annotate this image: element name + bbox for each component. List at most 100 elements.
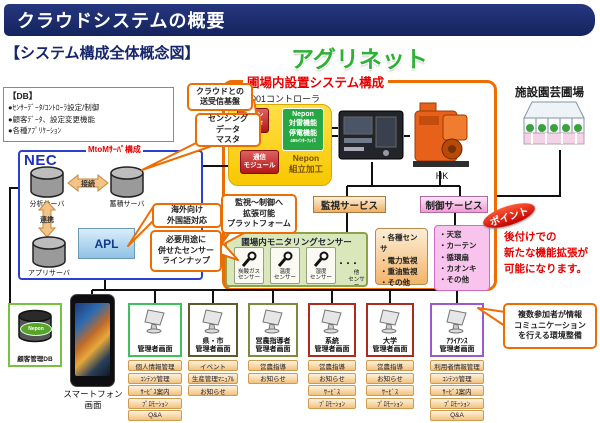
monitor-icon bbox=[262, 309, 283, 334]
hk-heater-image bbox=[413, 102, 469, 167]
db-box-title: 【DB】 bbox=[8, 91, 38, 101]
menu-item: イベント bbox=[188, 360, 238, 371]
menu-item: ﾌﾟﾛﾓｰｼｮﾝ bbox=[308, 397, 356, 409]
menu-item: ｻｰﾋﾞｽ bbox=[366, 385, 414, 396]
menu-item: Q&A bbox=[128, 410, 182, 421]
app-server-icon bbox=[32, 236, 66, 268]
humidity-sensor-card: 湿度 センサー bbox=[306, 247, 336, 284]
menu-item: お知らせ bbox=[248, 372, 298, 384]
terminal-admin-screen: 管理者画面 bbox=[128, 303, 182, 357]
callout-community-environment: 複数参加者が情報 コミュニケーション を行える環境整備 bbox=[503, 303, 597, 349]
menu-item: 営農指導 bbox=[366, 360, 414, 371]
callout-expandable-platform: 監視～制御へ 拡張可能 プラットフォーム bbox=[221, 194, 297, 234]
db-box-items: ●ｾﾝｻｰﾃﾞｰﾀ/ｺﾝﾄﾛｰﾗ設定/制御 ●顧客ﾃﾞｰﾀ、設定変更機能 ●各種… bbox=[8, 103, 100, 136]
terminal-prefecture-menu: イベント 生産管理ﾏﾆｭｱﾙ お知らせ bbox=[188, 360, 238, 396]
sensors-box-title: 圃場内モニタリングセンサー bbox=[241, 237, 352, 247]
terminal-system-group: 系統 管理者画面 営農指導 お知らせ ｻｰﾋﾞｽ ﾌﾟﾛﾓｰｼｮﾝ bbox=[308, 303, 356, 410]
menu-item: お知らせ bbox=[188, 385, 238, 396]
terminal-advisor-screen: 営農指導者 管理者画面 bbox=[248, 303, 298, 357]
sensor-probe-icon bbox=[241, 251, 257, 267]
other-sensor-label: 他 センサー bbox=[348, 270, 365, 290]
page-title: クラウドシステムの概要 bbox=[17, 11, 226, 31]
agrinet-title: アグリネット bbox=[291, 46, 428, 72]
mtom-label: MtoMｻｰﾊﾞ構成 bbox=[86, 144, 143, 155]
smartphone-label: スマートフォン 画面 bbox=[63, 389, 123, 410]
terminal-university-menu: 営農指導 お知らせ ｻｰﾋﾞｽ ﾌﾟﾛﾓｰｼｮﾝ bbox=[366, 360, 414, 409]
page-header-banner: クラウドシステムの概要 bbox=[4, 4, 595, 36]
menu-item: ｺﾝﾃﾝﾂ管理 bbox=[430, 372, 484, 384]
control-panel-image bbox=[338, 110, 404, 160]
menu-item: 生産管理ﾏﾆｭｱﾙ bbox=[188, 372, 238, 384]
terminal-system-screen: 系統 管理者画面 bbox=[308, 303, 356, 357]
menu-item: お知らせ bbox=[366, 372, 414, 384]
terminal-prefecture-city: 県・市 管理者画面 イベント 生産管理ﾏﾆｭｱﾙ お知らせ bbox=[188, 303, 238, 398]
terminal-alliance-screen: ｱﾗｲｱﾝｽ 管理者画面 bbox=[430, 303, 484, 357]
menu-item: Q&A bbox=[430, 410, 484, 421]
terminal-alliance-menu: 利用者情報管理 ｺﾝﾃﾝﾂ管理 ｻｰﾋﾞｽ案内 ﾌﾟﾛﾓｰｼｮﾝ Q&A bbox=[430, 360, 484, 421]
nepon-assembly-label: Nepon 組立加工 bbox=[288, 153, 323, 175]
callout-overseas-language: 海外向け 外国語対応 bbox=[152, 203, 222, 228]
monitor-icon bbox=[446, 309, 467, 334]
terminal-alliance: ｱﾗｲｱﾝｽ 管理者画面 利用者情報管理 ｺﾝﾃﾝﾂ管理 ｻｰﾋﾞｽ案内 ﾌﾟﾛ… bbox=[430, 303, 484, 423]
smartphone-image bbox=[70, 294, 115, 387]
monitor-icon bbox=[202, 309, 223, 334]
temperature-sensor-card: 温度 センサー bbox=[270, 247, 300, 284]
menu-item: ｻｰﾋﾞｽ bbox=[308, 385, 356, 396]
diagram-subtitle: 【システム構成全体概念図】 bbox=[5, 45, 200, 62]
sensor-probe-icon bbox=[313, 251, 329, 267]
app-server-label: アプリサーバ bbox=[28, 270, 70, 277]
sg5001-controller-label: SG-5001コントローラ bbox=[230, 94, 321, 104]
customer-db-box: Nepon 顧客管理DB bbox=[8, 303, 62, 367]
terminal-advisor-menu: 営農指導 お知らせ bbox=[248, 360, 298, 384]
terminal-prefecture-screen: 県・市 管理者画面 bbox=[188, 303, 238, 357]
menu-item: 営農指導 bbox=[248, 360, 298, 371]
field-system-title: 圃場内設置システム構成 bbox=[243, 72, 389, 91]
terminal-university: 大学 管理者画面 営農指導 お知らせ ｻｰﾋﾞｽ ﾌﾟﾛﾓｰｼｮﾝ bbox=[366, 303, 414, 410]
menu-item: 利用者情報管理 bbox=[430, 360, 484, 371]
monitor-icon bbox=[321, 309, 342, 334]
menu-item: お知らせ bbox=[308, 372, 356, 384]
more-sensors-dots: ・・・ bbox=[337, 259, 359, 268]
nepon-power-protection-module: Nepon 対雷機能 停電機能 485ｲﾝﾀｰﾌｪｲｽ bbox=[282, 108, 324, 151]
menu-item: ｻｰﾋﾞｽ案内 bbox=[430, 385, 484, 396]
storage-server-icon bbox=[110, 166, 144, 198]
terminal-admin: 管理者画面 個人情報管理 ｺﾝﾃﾝﾂ管理 ｻｰﾋﾞｽ案内 ﾌﾟﾛﾓｰｼｮﾝ Q&… bbox=[128, 303, 182, 423]
menu-item: ｻｰﾋﾞｽ案内 bbox=[128, 385, 182, 396]
sensor-probe-icon bbox=[277, 251, 293, 267]
apl-box: APL bbox=[78, 228, 135, 259]
callout-sensing-data-master: センシング データ マスタ bbox=[195, 113, 261, 147]
hk-label: HK bbox=[435, 171, 449, 181]
control-service-box: 制御サービス bbox=[420, 196, 488, 213]
terminal-system-menu: 営農指導 お知らせ ｻｰﾋﾞｽ ﾌﾟﾛﾓｰｼｮﾝ bbox=[308, 360, 356, 409]
monitor-icon bbox=[144, 309, 165, 334]
customer-db-label: 顧客管理DB bbox=[17, 356, 53, 363]
link-arrow-label: 連携 bbox=[40, 217, 54, 224]
field-monitoring-sensors-box: 圃場内モニタリングセンサー 炭酸ガス センサー 温度 センサー 湿度 センサー … bbox=[225, 232, 368, 290]
storage-server-label: 蓄積サーバ bbox=[109, 201, 145, 208]
db-description-box: 【DB】 ●ｾﾝｻｰﾃﾞｰﾀ/ｺﾝﾄﾛｰﾗ設定/制御 ●顧客ﾃﾞｰﾀ、設定変更機… bbox=[3, 87, 174, 142]
callout-cloud-transceiver: クラウドとの 送受信基盤 bbox=[187, 83, 253, 111]
menu-item: ﾌﾟﾛﾓｰｼｮﾝ bbox=[366, 397, 414, 409]
terminal-university-screen: 大学 管理者画面 bbox=[366, 303, 414, 357]
menu-item: ﾌﾟﾛﾓｰｼｮﾝ bbox=[430, 397, 484, 409]
monitor-service-box: 監視サービス bbox=[313, 196, 386, 213]
menu-item: 個人情報管理 bbox=[128, 360, 182, 371]
terminal-farm-advisor: 営農指導者 管理者画面 営農指導 お知らせ bbox=[248, 303, 298, 385]
menu-item: ﾌﾟﾛﾓｰｼｮﾝ bbox=[128, 397, 182, 409]
smartphone-screen bbox=[75, 303, 110, 376]
comm-module: 通信 モジュール bbox=[240, 150, 279, 174]
greenhouse-icon bbox=[523, 101, 585, 145]
connect-arrow-label: 接続 bbox=[81, 181, 95, 188]
nec-logo: NEC bbox=[24, 152, 58, 169]
monitor-items-list: ・各種センサ ・電力監視 ・重油監視 ・その他 bbox=[375, 228, 428, 287]
power-unit-interface-label: 485ｲﾝﾀｰﾌｪｲｽ bbox=[290, 138, 316, 144]
point-text: 後付けでの 新たな機能拡張が 可能になります。 bbox=[504, 231, 588, 275]
nepon-logo-oval: Nepon bbox=[20, 322, 52, 336]
menu-item: 営農指導 bbox=[308, 360, 356, 371]
co2-sensor-card: 炭酸ガス センサー bbox=[234, 247, 264, 284]
monitor-icon bbox=[379, 309, 400, 334]
callout-sensor-lineup: 必要用途に 併せたセンサー ラインナップ bbox=[150, 230, 222, 272]
greenhouse-label: 施設園芸圃場 bbox=[515, 87, 584, 99]
menu-item: ｺﾝﾃﾝﾂ管理 bbox=[128, 372, 182, 384]
